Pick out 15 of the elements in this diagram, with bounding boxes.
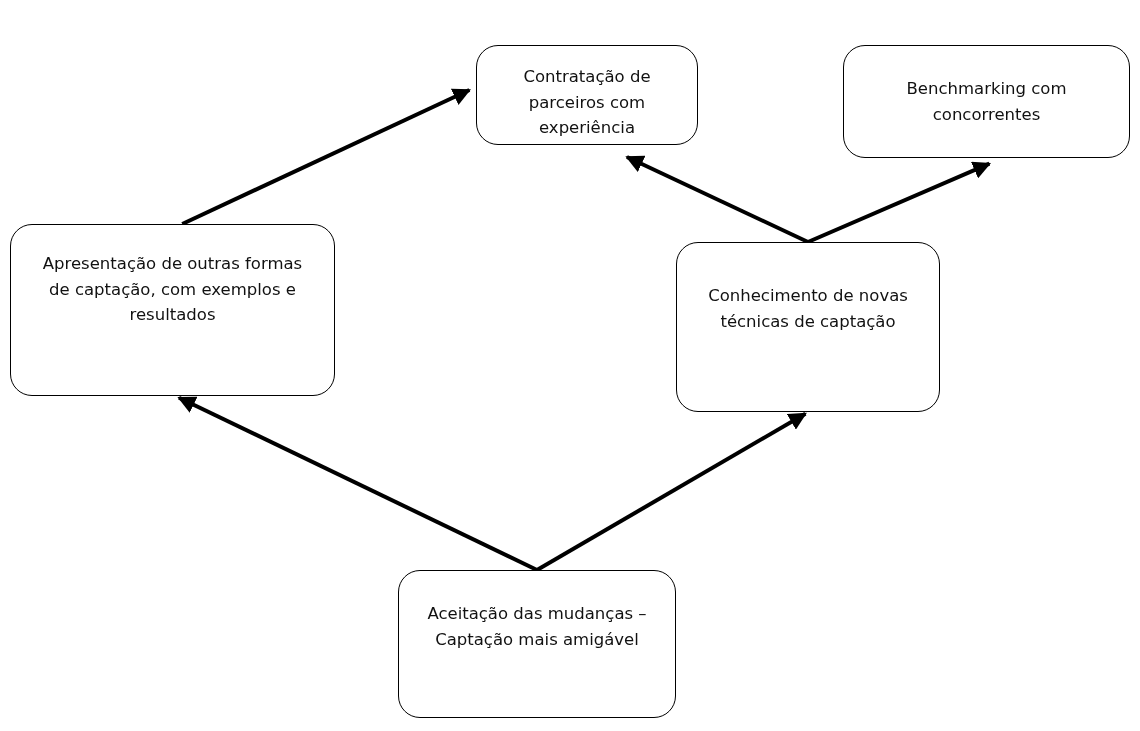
- arrow: [177, 395, 538, 572]
- process-box: [10, 224, 335, 396]
- box-text: Apresentação de outras formas de captação, com exemplos e resultados: [41, 253, 304, 327]
- arrow: [181, 88, 471, 226]
- box-text: Conhecimento de novas técnicas de captação: [707, 285, 909, 333]
- process-box: [676, 242, 940, 412]
- box-text: Benchmarking com concorrentes: [905, 78, 1068, 126]
- process-box: [476, 45, 698, 145]
- arrow: [536, 411, 807, 572]
- box-text: Contratação de parceiros com experiência: [522, 66, 652, 140]
- box-text: Aceitação das mudanças – Captação mais amigável: [426, 603, 648, 651]
- arrow: [807, 161, 991, 244]
- process-box: [843, 45, 1130, 158]
- process-box: [398, 570, 676, 718]
- arrow: [625, 155, 809, 244]
